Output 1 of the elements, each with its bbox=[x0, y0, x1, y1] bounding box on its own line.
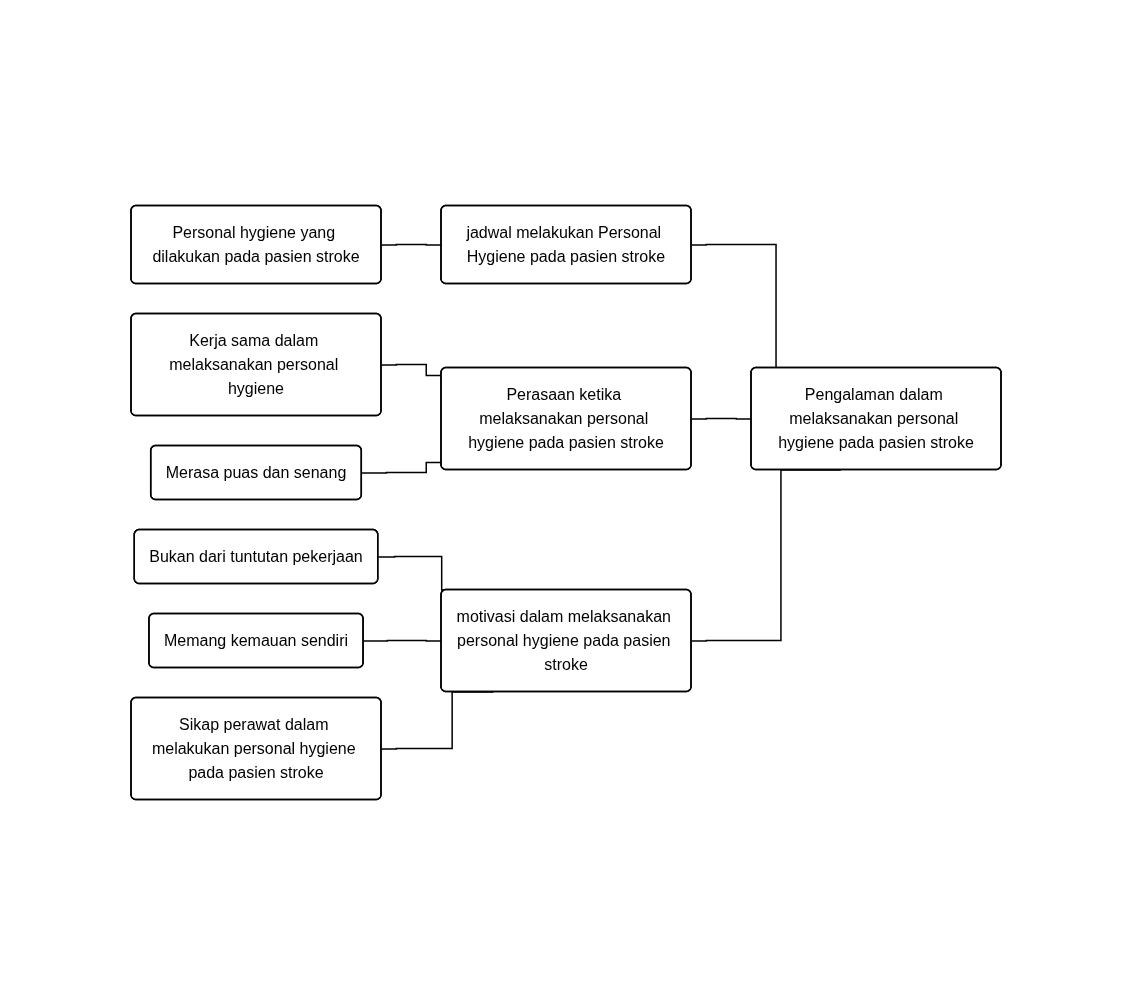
connector bbox=[360, 461, 442, 474]
